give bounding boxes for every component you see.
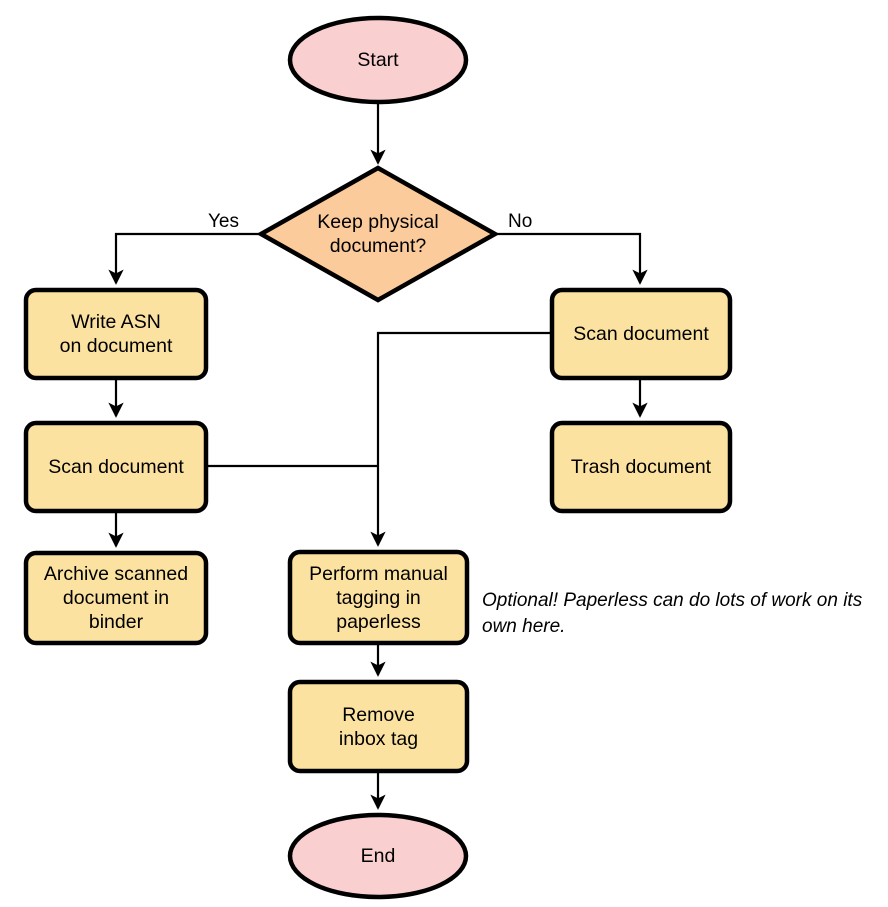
node-decision[interactable] — [256, 165, 500, 303]
edge-decision-to-scan-right — [495, 232, 648, 285]
node-end[interactable] — [287, 812, 469, 900]
edge-label-no: No — [508, 211, 533, 232]
node-scan-right[interactable] — [549, 287, 733, 381]
node-write-asn[interactable] — [23, 287, 209, 381]
node-scan-left[interactable] — [23, 420, 209, 514]
edge-label-yes: Yes — [208, 211, 239, 232]
node-start[interactable] — [287, 15, 469, 105]
node-tagging[interactable] — [287, 549, 470, 646]
edge-scan-right-to-tagging — [370, 331, 552, 547]
node-remove-tag[interactable] — [287, 679, 470, 774]
edge-decision-to-write-asn — [108, 232, 261, 285]
node-archive[interactable] — [23, 550, 209, 646]
node-trash[interactable] — [549, 420, 733, 514]
optional-note: Optional! Paperless can do lots of work … — [482, 590, 863, 637]
